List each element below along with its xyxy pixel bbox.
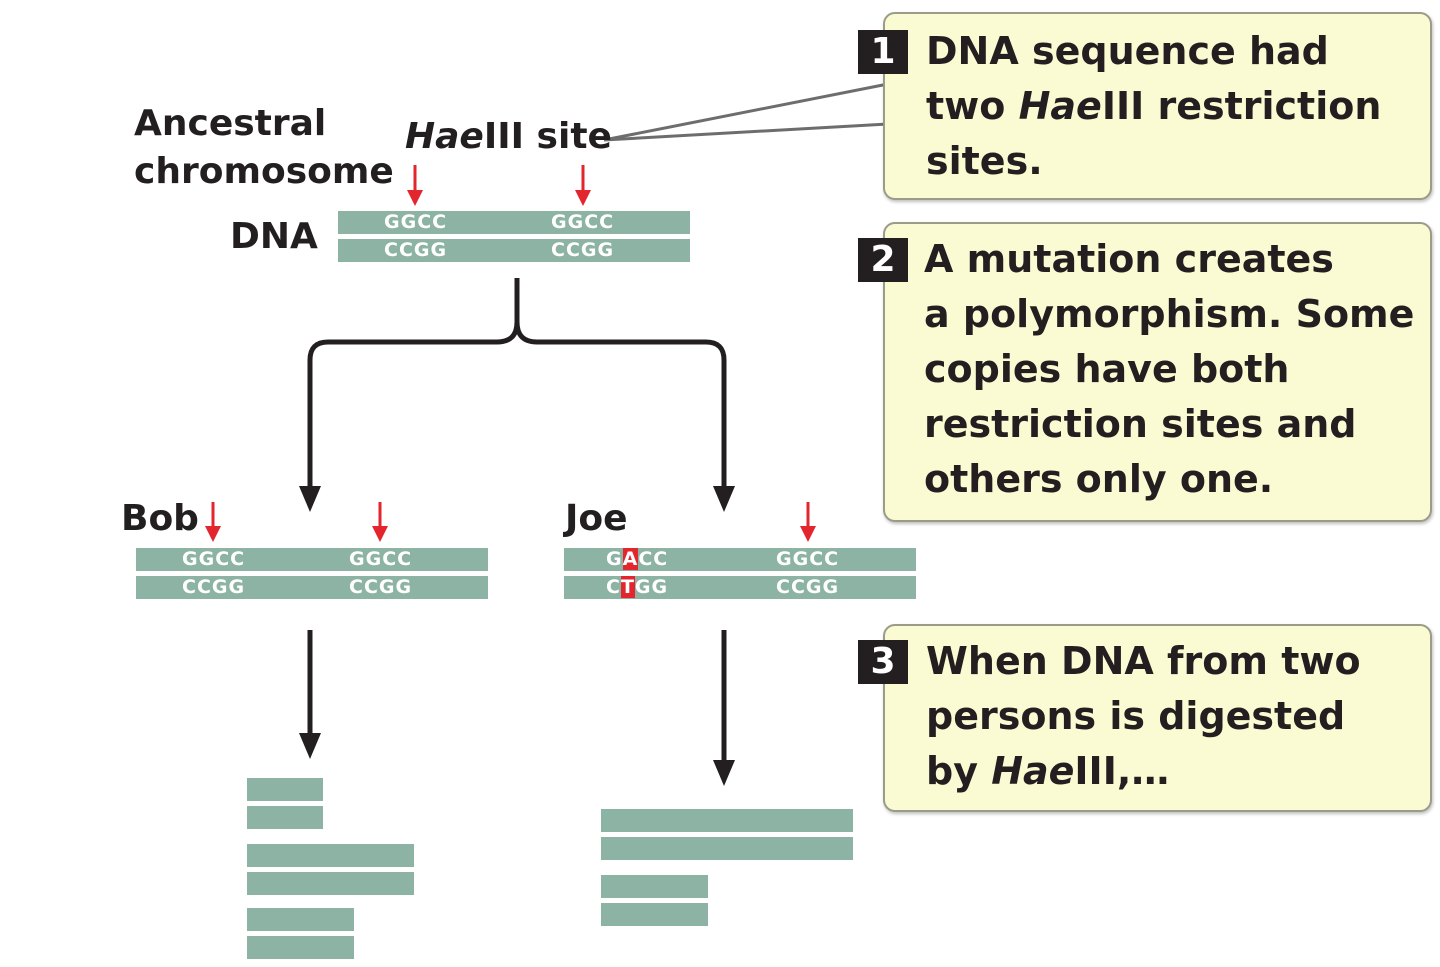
joe-fragment-large: [601, 809, 853, 861]
bob-label: Bob: [121, 498, 199, 539]
step-3-line3-italic: Hae: [991, 749, 1075, 793]
joe-dna: GACC CTGG GGCC CCGG: [564, 548, 916, 600]
step-2-line: A mutation creates: [924, 237, 1334, 281]
step-2-line: a polymorphism. Some: [924, 292, 1415, 336]
dna-bottom-strand: [564, 576, 916, 599]
dna-top-strand: [564, 548, 916, 571]
step-3-line3: by HaeIII,…: [926, 744, 1361, 799]
step-3-text: When DNA from two persons is digested by…: [926, 634, 1361, 799]
step-3-line2: persons is digested: [926, 694, 1346, 738]
site-seq-bottom: CCGG: [551, 239, 615, 261]
site-seq-top: GGCC: [551, 211, 615, 233]
step-1-line1: DNA sequence had: [926, 29, 1329, 73]
step-number-1: 1: [858, 30, 908, 74]
site-seq-top: GGCC: [776, 548, 840, 570]
fragment-top-strand: [247, 844, 414, 867]
step-1-line2-pre: two: [926, 84, 1019, 128]
step-2-line: restriction sites and: [924, 402, 1357, 446]
cut-arrow-icon: [407, 165, 423, 206]
fragment-top-strand: [601, 809, 853, 832]
step-1-line2-italic: Hae: [1018, 84, 1102, 128]
step-1-line2: two HaeIII restriction: [926, 79, 1381, 134]
fragment-top-strand: [247, 778, 323, 801]
ancestral-label-line1: Ancestral: [134, 103, 327, 144]
haeiii-italic: Hae: [405, 116, 484, 157]
arrow-head-to-joe: [713, 486, 735, 512]
fragment-top-strand: [247, 908, 354, 931]
mut-top-pre: G: [606, 548, 623, 570]
dna-bottom-strand: [338, 239, 690, 262]
joe-label: Joe: [565, 498, 628, 539]
site-seq-bottom: CCGG: [384, 239, 448, 261]
callout-pointer: [603, 82, 889, 142]
fragment-bottom-strand: [247, 806, 323, 829]
step-2-line: copies have both: [924, 347, 1290, 391]
site-seq-bottom: CCGG: [182, 576, 246, 598]
step-number-3: 3: [858, 640, 908, 684]
ancestral-label-line2: chromosome: [134, 151, 394, 192]
fragment-bottom-strand: [601, 903, 708, 926]
site-seq-top: GGCC: [384, 211, 448, 233]
fragment-top-strand: [601, 875, 708, 898]
fragment-bottom-strand: [247, 936, 354, 959]
mut-bottom-pre: C: [606, 576, 621, 598]
dna-bottom-strand: [136, 576, 488, 599]
ancestral-dna: GGCC CCGG GGCC CCGG: [338, 211, 690, 263]
mut-bottom-post: GG: [634, 576, 669, 598]
step-box-1: [883, 12, 1432, 200]
step-1-line3: sites.: [926, 139, 1043, 183]
step-box-3: [883, 624, 1432, 812]
step-3-line3-pre: by: [926, 749, 992, 793]
step-2-line: others only one.: [924, 457, 1274, 501]
bob-fragment-large: [247, 844, 414, 896]
dna-top-strand: [338, 211, 690, 234]
site-seq-top: GGCC: [349, 548, 413, 570]
step-1-line2-post: III restriction: [1101, 84, 1382, 128]
site-seq-bottom: CCGG: [349, 576, 413, 598]
haeiii-site-label: HaeIII site: [405, 114, 612, 160]
digest-arrow-joe: [713, 630, 735, 786]
step-3-line1: When DNA from two: [926, 639, 1361, 683]
split-bracket: [307, 278, 727, 488]
cut-arrow-icon: [205, 502, 221, 542]
bob-fragment-medium: [247, 908, 354, 960]
dna-label: DNA: [230, 216, 318, 257]
mutation-base-top: A: [622, 548, 639, 570]
mutated-seq-top: GACC: [606, 548, 668, 571]
haeiii-rest: III site: [483, 116, 612, 157]
joe-fragment-medium: [601, 875, 708, 927]
mutation-base-bottom: T: [620, 576, 635, 598]
digest-arrow-bob: [299, 630, 321, 759]
mutated-seq-bottom: CTGG: [606, 576, 668, 599]
bob-fragment-small: [247, 778, 323, 830]
cut-arrow-icon: [800, 502, 816, 542]
site-seq-top: GGCC: [182, 548, 246, 570]
cut-arrow-icon: [575, 165, 591, 206]
step-number-2: 2: [858, 238, 908, 282]
mut-top-post: CC: [638, 548, 669, 570]
fragment-bottom-strand: [247, 872, 414, 895]
fragment-bottom-strand: [601, 837, 853, 860]
site-seq-bottom: CCGG: [776, 576, 840, 598]
step-1-text: DNA sequence had two HaeIII restriction …: [926, 24, 1381, 189]
step-3-line3-post: III,…: [1074, 749, 1170, 793]
bob-dna: GGCC CCGG GGCC CCGG: [136, 548, 488, 600]
arrow-head-to-bob: [299, 486, 321, 512]
dna-top-strand: [136, 548, 488, 571]
step-box-2: [883, 222, 1432, 522]
step-2-text: A mutation creates a polymorphism. Some …: [924, 232, 1414, 507]
cut-arrow-icon: [372, 502, 388, 542]
